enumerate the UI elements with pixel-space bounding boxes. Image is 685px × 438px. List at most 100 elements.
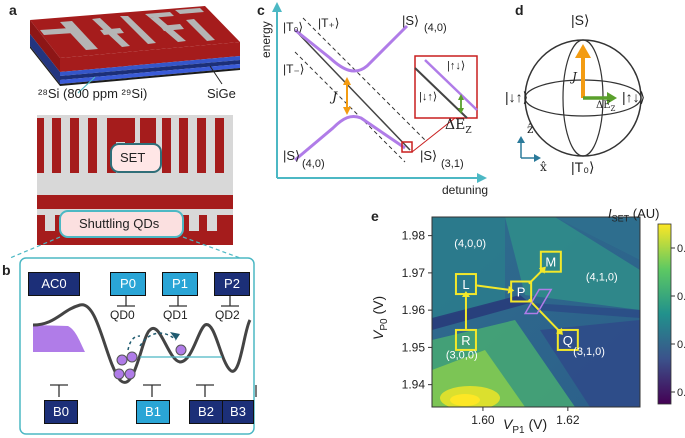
si-label: ²⁸Si (800 ppm ²⁹Si) (38, 86, 148, 101)
shuttling-qds-label: Shuttling QDs (79, 216, 160, 231)
bloch-top-state: |S⟩ (571, 12, 590, 28)
bloch-right-state: |↑↓⟩ (622, 89, 646, 105)
panel-c-letter: c (257, 2, 265, 18)
state-s40-top-sub: (4,0) (424, 22, 447, 34)
c-dez-main: ΔE (445, 117, 466, 133)
e-ylabel: VP0 (V) (370, 296, 390, 340)
e-xlabel-sub: P1 (512, 424, 525, 436)
marker-label-q: Q (563, 333, 573, 348)
gate-p1: P1 (162, 272, 198, 296)
electron (116, 354, 128, 366)
colorbar-ticks: 0.20 0.24 0.28 0.32 (671, 243, 685, 399)
gate-p0: P0 (110, 272, 146, 296)
region-label: (3,0,0) (446, 350, 478, 362)
c-xlabel: detuning (442, 183, 489, 197)
arrow-p-to-q (528, 298, 560, 332)
shuttling-qds-box (59, 210, 184, 238)
state-s40-top: |S⟩ (402, 13, 420, 28)
sige-label: SiGe (207, 86, 236, 101)
panel-b-diagram (19, 257, 257, 435)
y-tick-label: 1.98 (402, 229, 426, 243)
marker-box-m (539, 250, 562, 273)
y-ticks: 1.941.951.961.971.98 (402, 229, 432, 392)
gate-b0: B0 (44, 400, 78, 424)
region-label: (3,1,0) (573, 346, 605, 358)
panel-b-letter: b (2, 262, 11, 278)
bloch-dez-sub: Z (610, 105, 616, 113)
colorbar (657, 223, 672, 405)
qd2-label: QD2 (215, 308, 240, 322)
electron (175, 344, 187, 356)
c-ylabel: energy (259, 21, 273, 58)
colorbar-tick-label: 0.24 (677, 339, 685, 351)
e-ylabel-sub: P0 (378, 318, 390, 331)
set-label: SET (120, 150, 146, 165)
region-label: (4,1,0) (586, 271, 618, 283)
colorbar-label-unit: (AU) (632, 206, 660, 221)
colorbar-tick-label: 0.32 (677, 243, 685, 255)
state-tminus: |T₋⟩ (283, 62, 305, 76)
c-dez-label: ΔEZ (445, 117, 472, 136)
panel-d-letter: d (515, 2, 524, 18)
reservoir-fill (33, 325, 85, 352)
y-tick-label: 1.96 (402, 303, 426, 317)
panel-a-letter: a (9, 2, 17, 18)
marker-box-p (510, 280, 533, 303)
inset-down-up: |↓↑⟩ (419, 91, 438, 103)
qd0-label: QD0 (110, 308, 135, 322)
inset-up-down: |↑↓⟩ (447, 60, 466, 72)
colorbar-label: ISET (AU) (608, 206, 659, 224)
marker-label-p: P (517, 285, 526, 300)
x-tick-label: 1.62 (556, 413, 580, 427)
panel-e-chart: 0.200.240.280.32 1.601.62 1.941.951.961.… (402, 216, 685, 427)
state-s31: |S⟩ (420, 148, 438, 163)
y-tick-label: 1.97 (402, 266, 426, 280)
electron (126, 351, 138, 363)
gate-ac0: AC0 (28, 272, 80, 296)
bloch-j-label: J (572, 70, 577, 84)
bloch-sphere (517, 39, 642, 162)
region-label: (4,0,0) (454, 238, 486, 250)
e-xlabel-unit: (V) (528, 416, 548, 432)
colorbar-label-sub: SET (611, 213, 630, 224)
e-xlabel-main: V (503, 416, 513, 432)
panel-e-letter: e (371, 208, 379, 224)
panel-a-device (9, 6, 241, 259)
bloch-dez-main: ΔE (596, 100, 611, 111)
state-tplus: |T₊⟩ (318, 16, 340, 30)
colorbar-tick-label: 0.28 (677, 291, 685, 303)
state-s40-bottom-sub: (4,0) (302, 158, 325, 170)
state-s31-sub: (3,1) (441, 158, 464, 170)
e-ylabel-main: V (370, 330, 386, 340)
colorbar-tick-label: 0.20 (677, 387, 685, 399)
marker-label-m: M (545, 255, 556, 270)
device-top-electrodes (40, 8, 215, 50)
e-xlabel: VP1 (V) (503, 416, 547, 436)
heatmap-image (432, 217, 640, 407)
panel-b-frame (19, 257, 255, 435)
state-t0: |T₀⟩ (283, 20, 304, 34)
colorbar-label-main: I (608, 206, 612, 221)
arrow-l-to-p (476, 284, 509, 291)
region-labels: (4,0,0) (4,1,0) (3,0,0) (3,1,0) (446, 238, 618, 362)
gate-p2: P2 (214, 272, 250, 296)
panel-c-diagram (272, 2, 487, 183)
bloch-left-state: |↓↑⟩ (505, 89, 529, 105)
marker-boxes: L M P R Q (454, 250, 579, 351)
set-box (110, 143, 162, 173)
qd1-label: QD1 (163, 308, 188, 322)
marker-box-l (454, 273, 477, 296)
detuning-parallelogram (523, 288, 553, 315)
e-ylabel-unit: (V) (370, 295, 386, 315)
marker-box-r (454, 328, 477, 351)
marker-label-l: L (462, 277, 469, 292)
bloch-dez-label: ΔEZ (596, 100, 615, 113)
marker-label-r: R (461, 333, 470, 348)
marker-box-q (556, 328, 579, 351)
c-dez-sub: Z (465, 125, 472, 136)
axis-x-label: x̂ (540, 160, 547, 174)
electron (124, 368, 136, 380)
axis-z-label: ẑ (527, 122, 534, 136)
state-s40-bottom: |S⟩ (283, 148, 301, 163)
